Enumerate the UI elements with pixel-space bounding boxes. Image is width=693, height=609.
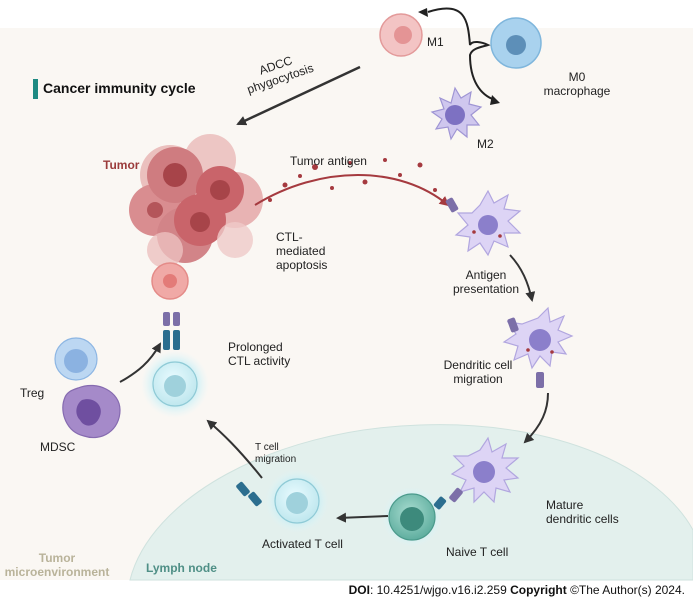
adcc-arrow [236, 65, 361, 126]
label-ctl-apoptosis: CTL- mediated apoptosis [276, 230, 327, 272]
label-tumor-microenvironment: Tumor microenvironment [2, 551, 112, 579]
m0-macrophage-cell [490, 17, 542, 69]
cytotoxic-t-cell [141, 312, 209, 418]
treg-cell [54, 337, 98, 381]
label-prolonged-ctl: Prolonged CTL activity [228, 340, 290, 368]
arrow-migration-to-mature [523, 392, 549, 444]
mature-dendritic-cell [449, 436, 520, 504]
label-treg: Treg [20, 386, 45, 400]
label-ctl-line3: apoptosis [276, 258, 328, 272]
arrow-antigen-to-migration [509, 254, 536, 302]
naive-t-cell [382, 487, 447, 547]
label-prolonged-line1: Prolonged [228, 340, 283, 354]
label-ctl-line1: CTL- [276, 230, 303, 244]
label-tcell-migration-line1: T cell [255, 442, 279, 453]
label-m1: M1 [427, 35, 444, 49]
label-mature-line2: dendritic cells [546, 512, 619, 526]
citation-footer: DOI: 10.4251/wjgo.v16.i2.259 Copyright ©… [0, 583, 685, 597]
m1-macrophage-cell [379, 13, 423, 57]
tumor-antigen-arrow [254, 174, 450, 207]
migrating-dendritic-cell [502, 306, 574, 388]
label-mdsc: MDSC [40, 440, 76, 454]
doi-value: : 10.4251/wjgo.v16.i2.259 [369, 583, 511, 597]
label-antigen-line1: Antigen [465, 268, 507, 282]
label-antigen-line2: presentation [452, 282, 520, 296]
label-tumor-env-line2: microenvironment [4, 565, 110, 579]
arrow-naive-to-activated [336, 512, 389, 523]
label-m0-line1: M0 [568, 70, 586, 84]
differentiation-brace [427, 7, 496, 101]
label-mature-line1: Mature [546, 498, 584, 512]
label-antigen-presentation: Antigen presentation [436, 268, 536, 296]
brace-arrowhead-m1 [418, 8, 428, 17]
copyright-value: ©The Author(s) 2024. [566, 583, 685, 597]
label-tcell-migration-line2: migration [255, 454, 297, 465]
activated-t-cell [236, 469, 329, 533]
label-dendritic-migration: Dendritic cell migration [428, 358, 528, 386]
label-m0-line2: macrophage [543, 84, 611, 98]
label-tumor: Tumor [103, 158, 140, 172]
diagram-title: Cancer immunity cycle [43, 80, 196, 96]
tumor-antigen-particles [268, 158, 437, 202]
suppression-arrow [119, 342, 161, 383]
arrow-activated-to-ctl [206, 419, 263, 479]
title-accent-bar [33, 79, 38, 99]
label-tumor-env-line1: Tumor [38, 551, 76, 565]
label-m2: M2 [477, 137, 494, 151]
label-mature-dendritic: Mature dendritic cells [546, 498, 619, 526]
m2-macrophage-cell [430, 86, 483, 141]
label-naive-tcell: Naive T cell [446, 545, 509, 559]
label-ctl-line2: mediated [276, 244, 326, 258]
label-activated-tcell: Activated T cell [262, 537, 343, 551]
label-dc-migration-line1: Dendritic cell [443, 358, 513, 372]
label-prolonged-line2: CTL activity [228, 354, 291, 368]
label-m0: M0 macrophage [532, 70, 622, 98]
dying-tumor-cell [151, 262, 189, 300]
antigen-presenting-cell [445, 189, 522, 257]
label-tumor-antigen: Tumor antigen [290, 154, 367, 168]
label-tcell-migration: T cell migration [255, 442, 296, 466]
copyright-label: Copyright [510, 583, 567, 597]
tumor-mass [129, 134, 263, 268]
label-dc-migration-line2: migration [453, 372, 503, 386]
label-lymph-node: Lymph node [146, 561, 217, 575]
doi-label: DOI [348, 583, 370, 597]
mdsc-cell [62, 384, 121, 439]
brace-arrowhead-m2 [490, 95, 500, 105]
